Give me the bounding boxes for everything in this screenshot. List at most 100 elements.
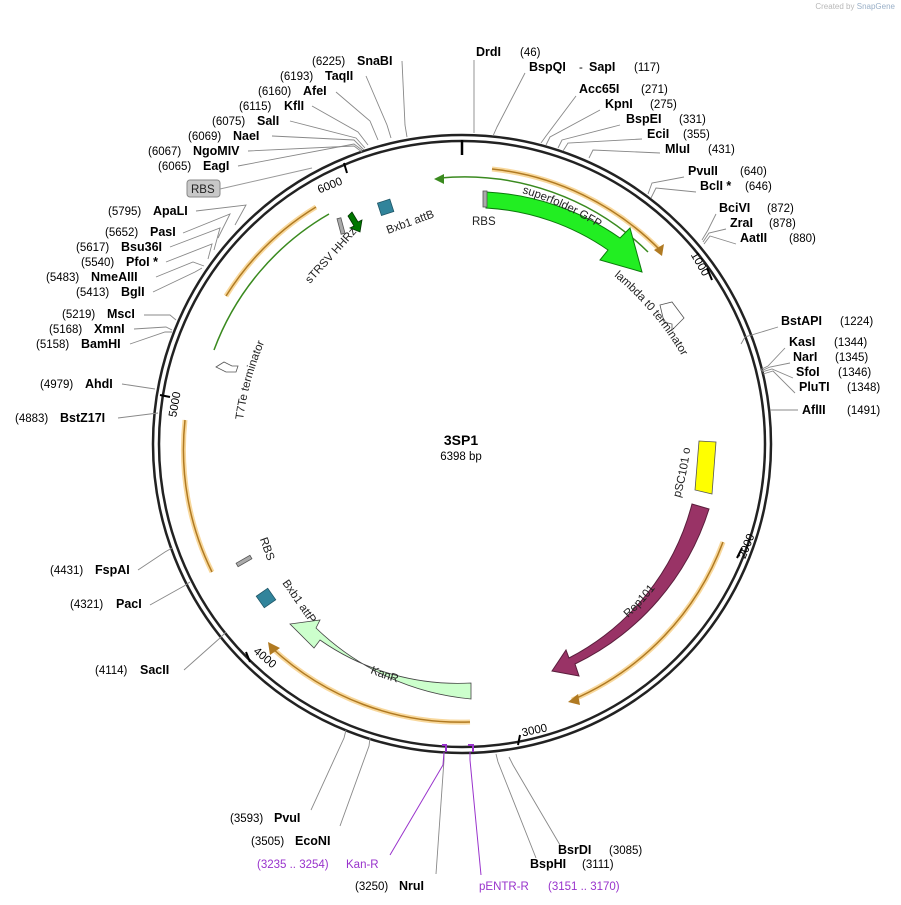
site-label-bspqi-sapi[interactable]: BspQI-SapI(117) <box>529 60 660 74</box>
site-label-nari[interactable]: NarI(1345) <box>793 350 868 364</box>
svg-text:BglI: BglI <box>121 285 145 299</box>
site-label-afei[interactable]: (6160) AfeI <box>258 84 327 98</box>
svg-text:(1344): (1344) <box>834 337 867 349</box>
svg-text:MscI: MscI <box>107 307 135 321</box>
svg-text:(872): (872) <box>767 203 794 215</box>
svg-text:(1345): (1345) <box>835 352 868 364</box>
site-label-naei[interactable]: (6069) NaeI <box>188 129 259 143</box>
svg-text:(46): (46) <box>520 47 541 59</box>
primer-label-pentr-r[interactable]: pENTR-R(3151 .. 3170) <box>479 881 620 893</box>
svg-text:DrdI: DrdI <box>476 45 501 59</box>
svg-text:FspAI: FspAI <box>95 563 130 577</box>
site-label-pvuii[interactable]: PvuII(640) <box>688 164 767 178</box>
svg-text:(1346): (1346) <box>838 367 871 379</box>
bxb1-attb-label: Bxb1 attB <box>385 208 436 236</box>
site-label-nrui[interactable]: (3250) NruI <box>355 879 424 893</box>
svg-text:(880): (880) <box>789 233 816 245</box>
rbs-top-marker <box>482 190 488 208</box>
site-label-snabi[interactable]: (6225)SnaBI <box>312 54 392 68</box>
site-label-sacii[interactable]: (4114)SacII <box>95 663 169 677</box>
svg-text:(355): (355) <box>683 129 710 141</box>
svg-text:SalI: SalI <box>257 114 279 128</box>
site-label-kpni[interactable]: KpnI(275) <box>605 97 677 111</box>
rbs-top-label: RBS <box>472 216 496 228</box>
site-label-bamhi[interactable]: (5158)BamHI <box>36 337 121 351</box>
right-site-labels: DrdI (46) BspQI-SapI(117) Acc65I(271) Kpn… <box>476 45 880 417</box>
site-label-kfli[interactable]: (6115)KflI <box>239 99 304 113</box>
svg-text:(6160): (6160) <box>258 86 291 98</box>
primer-label-kan-r[interactable]: (3235 .. 3254)Kan-R <box>257 859 379 871</box>
rbs-left-label: RBS <box>257 536 276 563</box>
site-label-bsu36i[interactable]: (5617)Bsu36I <box>76 240 162 254</box>
svg-text:(5483): (5483) <box>46 272 79 284</box>
site-label-fspai[interactable]: (4431)FspAI <box>50 563 130 577</box>
site-label-bsrdi[interactable]: BsrDI(3085) <box>558 843 642 857</box>
site-label-pfoi[interactable]: (5540)PfoI * <box>81 255 158 269</box>
site-label-bspei[interactable]: BspEI(331) <box>626 112 706 126</box>
svg-text:(5617): (5617) <box>76 242 109 254</box>
svg-text:(5158): (5158) <box>36 339 69 351</box>
site-label-paci[interactable]: (4321)PacI <box>70 597 142 611</box>
svg-text:PvuII: PvuII <box>688 164 718 178</box>
svg-text:BspQI: BspQI <box>529 60 566 74</box>
site-label-aflii[interactable]: AflII(1491) <box>802 403 880 417</box>
svg-text:AfeI: AfeI <box>303 84 327 98</box>
site-label-sali[interactable]: (6075)SalI <box>212 114 279 128</box>
svg-text:(6067): (6067) <box>148 146 181 158</box>
bxb1-attp-box <box>255 587 277 609</box>
site-label-msci[interactable]: (5219) MscI <box>62 307 135 321</box>
site-label-pvui[interactable]: (3593)PvuI <box>230 811 300 825</box>
svg-text:(646): (646) <box>745 181 772 193</box>
plasmid-name: 3SP1 <box>444 432 478 448</box>
svg-text:BstAPI: BstAPI <box>781 314 822 328</box>
svg-text:NmeAIII: NmeAIII <box>91 270 138 284</box>
site-label-mlui[interactable]: MluI(431) <box>665 142 735 156</box>
svg-text:(5795): (5795) <box>108 206 141 218</box>
svg-text:BspHI: BspHI <box>530 857 566 871</box>
svg-text:(6225): (6225) <box>312 56 345 68</box>
site-label-eagi[interactable]: (6065)EagI <box>158 159 229 173</box>
svg-text:ApaLI: ApaLI <box>153 204 188 218</box>
site-label-econi[interactable]: (3505)EcoNI <box>251 834 330 848</box>
svg-text:(275): (275) <box>650 99 677 111</box>
strsv-hhrz-label: sTRSV HHRz <box>303 226 359 286</box>
svg-text:BciVI: BciVI <box>719 201 750 215</box>
rbs-left-marker <box>235 554 253 568</box>
svg-text:(5219): (5219) <box>62 309 95 321</box>
svg-text:(878): (878) <box>769 218 796 230</box>
svg-text:XmnI: XmnI <box>94 322 125 336</box>
site-label-aatii[interactable]: AatII(880) <box>740 231 816 245</box>
site-label-pasi[interactable]: (5652)PasI <box>105 225 176 239</box>
reverse-green-arcs <box>213 174 649 351</box>
site-label-xmni[interactable]: (5168)XmnI <box>49 322 125 336</box>
site-label-taqii[interactable]: (6193)TaqII <box>280 69 353 83</box>
svg-text:(6069): (6069) <box>188 131 221 143</box>
svg-text:(3250): (3250) <box>355 881 388 893</box>
site-label-kasi[interactable]: KasI(1344) <box>789 335 867 349</box>
site-label-bgli[interactable]: (5413)BglI <box>76 285 145 299</box>
svg-text:(3151 .. 3170): (3151 .. 3170) <box>548 881 620 893</box>
site-label-bsphi[interactable]: BspHI(3111) <box>530 857 614 871</box>
t7te-terminator-shape <box>215 361 239 373</box>
site-label-apali[interactable]: (5795) ApaLI <box>108 204 188 218</box>
site-label-ngomiv[interactable]: (6067)NgoMIV <box>148 144 240 158</box>
site-label-bcivi[interactable]: BciVI (872) <box>719 201 794 215</box>
svg-text:NruI: NruI <box>399 879 424 893</box>
site-leader-lines <box>117 60 798 875</box>
svg-text:NaeI: NaeI <box>233 129 259 143</box>
site-label-zrai[interactable]: ZraI(878) <box>730 216 796 230</box>
site-label-bcli[interactable]: BclI *(646) <box>700 179 772 193</box>
site-label-pluti[interactable]: PluTI(1348) <box>799 380 880 394</box>
svg-text:PacI: PacI <box>116 597 142 611</box>
svg-text:SfoI: SfoI <box>796 365 820 379</box>
site-label-acc65i[interactable]: Acc65I(271) <box>579 82 668 96</box>
bxb1-attp-label: Bxb1 attP <box>280 578 319 626</box>
site-label-ahdi[interactable]: (4979)AhdI <box>40 377 113 391</box>
site-label-ecii[interactable]: EciI(355) <box>647 127 710 141</box>
site-label-nmeaiii[interactable]: (5483) NmeAIII <box>46 270 138 284</box>
site-label-bstz17i[interactable]: (4883)BstZ17I <box>15 411 105 425</box>
svg-text:BspEI: BspEI <box>626 112 661 126</box>
site-label-sfoi[interactable]: SfoI (1346) <box>796 365 871 379</box>
site-label-drdi[interactable]: DrdI (46) <box>476 45 541 59</box>
site-label-bstapi[interactable]: BstAPI(1224) <box>781 314 873 328</box>
